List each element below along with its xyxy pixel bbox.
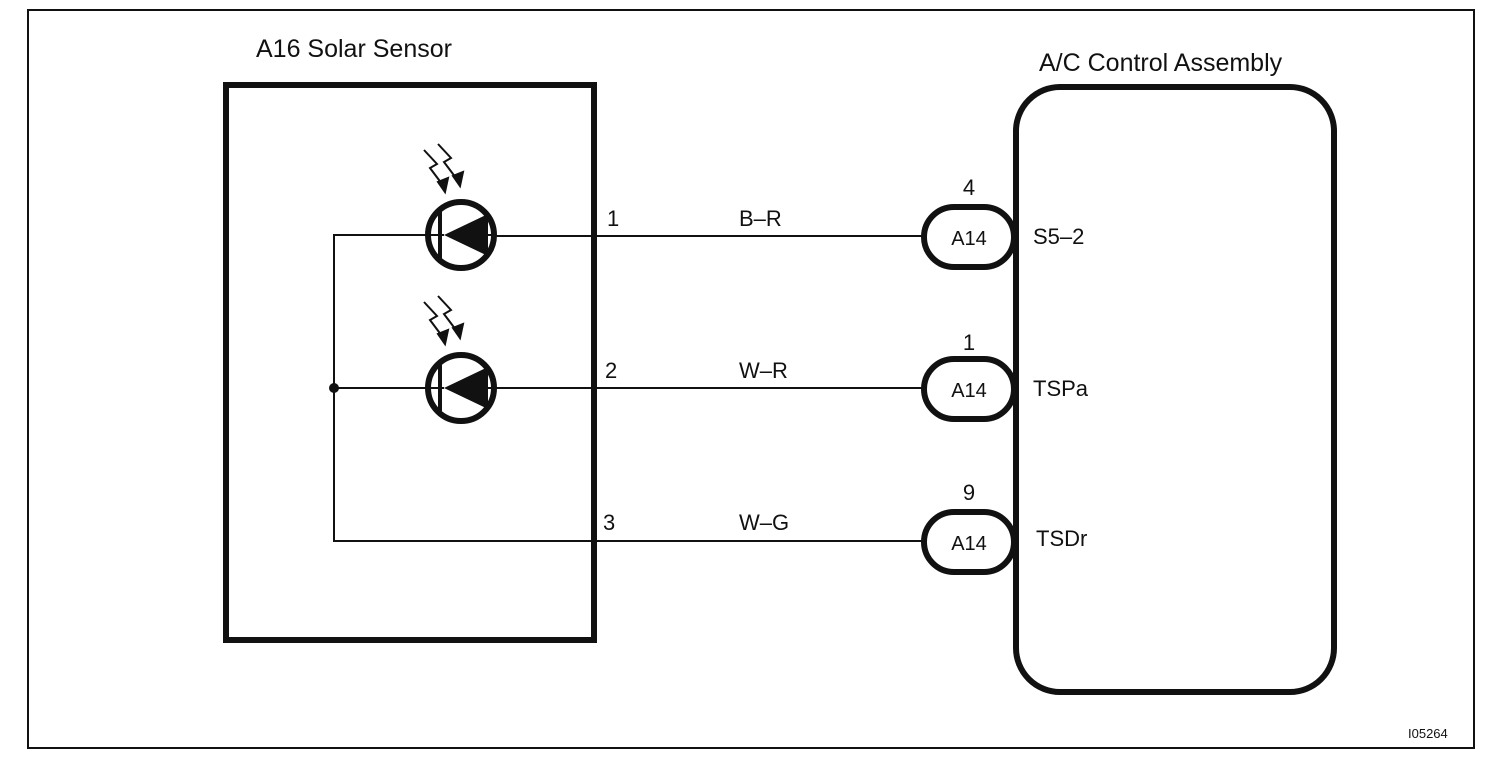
terminal-number-3: 9	[963, 480, 975, 505]
photodiode-2	[425, 352, 497, 424]
light-arrows-icon-1	[423, 143, 465, 195]
light-arrows-icon-2	[423, 295, 465, 347]
junction-dot	[329, 383, 339, 393]
photodiode-1	[425, 199, 497, 271]
terminal-number-2: 1	[963, 330, 975, 355]
wire-color-2: W–R	[739, 358, 788, 383]
terminal-name-1: S5–2	[1033, 224, 1084, 249]
connector-3-label: A14	[951, 533, 987, 555]
solar-sensor-box	[223, 82, 597, 643]
pin-3-label: 3	[603, 510, 615, 535]
pin-2-label: 2	[605, 358, 617, 383]
figure-id: I05264	[1408, 726, 1448, 741]
connector-1-label: A14	[951, 228, 987, 250]
terminal-name-3: TSDr	[1036, 526, 1087, 551]
pin-1-label: 1	[607, 206, 619, 231]
outer-frame	[27, 9, 1475, 749]
wire-color-1: B–R	[739, 206, 782, 231]
connector-1: A14	[921, 204, 1017, 270]
wire-color-3: W–G	[739, 510, 789, 535]
connector-2: A14	[921, 356, 1017, 422]
control-assembly-title: A/C Control Assembly	[1039, 49, 1283, 77]
solar-sensor-title: A16 Solar Sensor	[256, 35, 452, 63]
terminal-name-2: TSPa	[1033, 376, 1089, 401]
terminal-number-1: 4	[963, 175, 975, 200]
connector-3: A14	[921, 509, 1017, 575]
connector-2-label: A14	[951, 380, 987, 402]
